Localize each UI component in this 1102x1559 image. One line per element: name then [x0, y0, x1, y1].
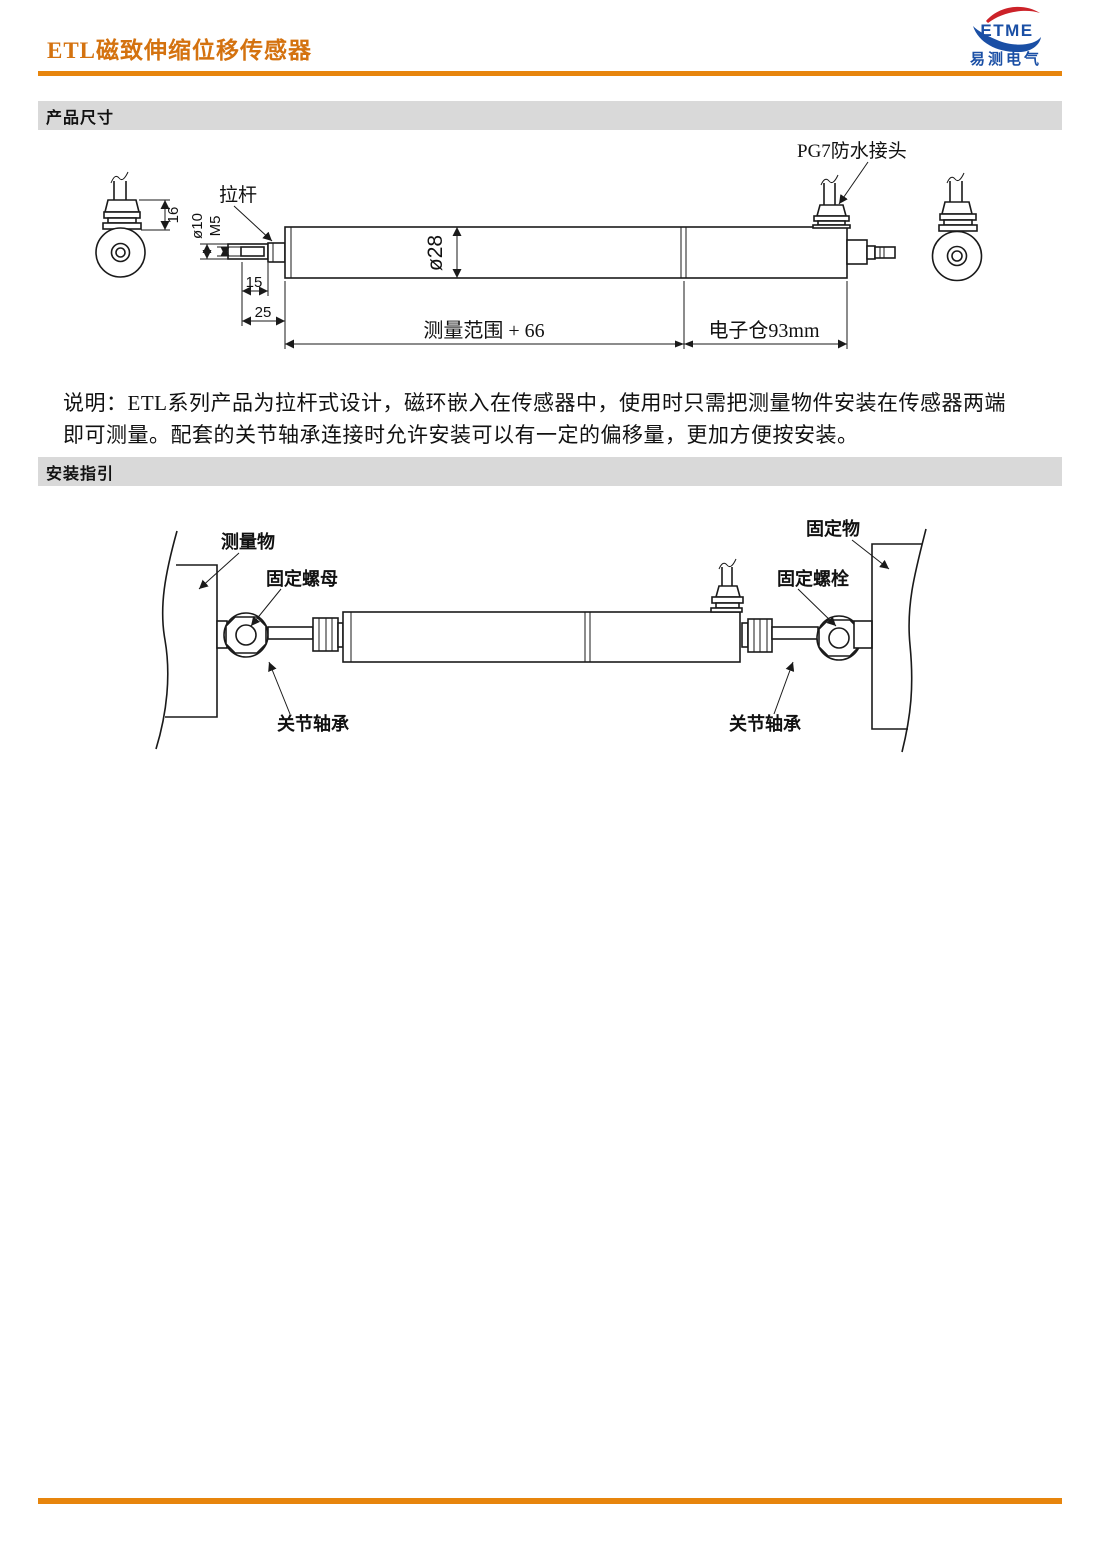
section-heading: 产品尺寸 — [46, 109, 115, 127]
sensor-tube: ø28 — [284, 226, 848, 279]
description-paragraph: 说明：ETL系列产品为拉杆式设计，磁环嵌入在传感器中，使用时只需把测量物件安装在… — [63, 387, 1006, 451]
logo-brand-text: ETME — [980, 21, 1033, 40]
section-bar-installation-guide: 安装指引 — [38, 457, 1062, 486]
product-dimension-drawing: 16 拉杆 ø10 M5 15 25 ø28 — [95, 140, 983, 349]
label-joint-bearing-right: 关节轴承 — [729, 713, 802, 734]
rod-coupling-left — [267, 617, 344, 652]
label-fixing-bolt: 固定螺栓 — [777, 568, 849, 589]
dim-thread-length: 15 — [246, 274, 263, 291]
pg7-callout-group: PG7防水接头 — [797, 140, 907, 205]
section-bar-product-dimensions: 产品尺寸 — [38, 101, 1062, 130]
footer-divider — [38, 1498, 1062, 1504]
sensor-tube-installed — [342, 611, 741, 663]
page-title: ETL磁致伸缩位移传感器 — [47, 38, 313, 63]
dim-measuring-range: 测量范围 + 66 — [423, 319, 544, 342]
label-fixed-object: 固定物 — [806, 518, 860, 539]
logo-company-text: 易测电气 — [970, 50, 1042, 68]
header-divider — [38, 71, 1062, 76]
pull-rod-assembly: 拉杆 ø10 M5 15 25 — [189, 184, 286, 326]
dim-rod-length: 25 — [255, 304, 272, 321]
section-heading: 安装指引 — [46, 465, 115, 483]
fixed-object-plate — [871, 528, 927, 753]
end-view-left: 16 — [95, 171, 182, 278]
label-measured-object: 测量物 — [221, 531, 275, 552]
pull-rod-callout: 拉杆 — [219, 184, 257, 206]
dim-thread: M5 — [207, 216, 224, 237]
dim-tube-diameter: ø28 — [424, 235, 447, 271]
dim-gland-height: 16 — [165, 207, 182, 224]
label-fixing-nut: 固定螺母 — [266, 568, 338, 589]
rod-coupling-right — [741, 618, 819, 653]
logo-swoosh-bottom-icon — [973, 26, 1041, 53]
rear-stub — [846, 239, 896, 265]
logo-swoosh-top-icon — [986, 6, 1040, 23]
label-joint-bearing-left: 关节轴承 — [277, 713, 350, 734]
installation-labels: 测量物 固定螺母 关节轴承 固定物 固定螺栓 关节轴承 — [198, 518, 890, 734]
company-logo: ETME 易测电气 — [970, 6, 1042, 68]
joint-bearing-left — [216, 612, 269, 658]
dim-electronics-bay: 电子仓93mm — [708, 319, 820, 342]
description-line-1: 说明：ETL系列产品为拉杆式设计，磁环嵌入在传感器中，使用时只需把测量物件安装在… — [63, 391, 1006, 415]
dim-rod-diameter: ø10 — [189, 213, 206, 239]
installation-drawing: 测量物 固定螺母 关节轴承 固定物 固定螺栓 关节轴承 — [155, 518, 927, 753]
cable-gland-installed — [710, 558, 744, 613]
pg7-callout: PG7防水接头 — [797, 140, 907, 162]
pg7-cable-gland — [812, 174, 851, 229]
joint-bearing-right — [816, 615, 873, 661]
end-view-right — [931, 172, 983, 282]
length-dimensions: 测量范围 + 66 电子仓93mm — [284, 281, 848, 349]
measured-object-plate — [155, 530, 218, 750]
description-line-2: 即可测量。配套的关节轴承连接时允许安装可以有一定的偏移量，更加方便按安装。 — [63, 423, 859, 447]
